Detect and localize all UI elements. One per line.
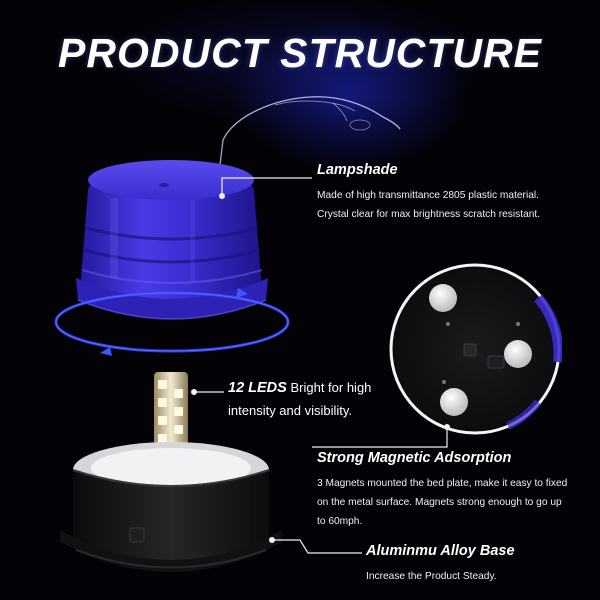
lampshade-description: Made of high transmittance 2805 plastic … bbox=[317, 186, 540, 224]
lampshade-title: Lampshade bbox=[317, 162, 398, 178]
magnet-icon bbox=[429, 284, 532, 416]
leds-desc-line-2: intensity and visibility. bbox=[228, 403, 353, 418]
lampshade-dome bbox=[76, 160, 268, 320]
lamp-illustration bbox=[54, 160, 290, 572]
magnetic-desc-line-2: on the metal surface. Magnets strong eno… bbox=[317, 497, 562, 508]
car-outline-icon bbox=[218, 96, 401, 174]
base-desc-line-1: Increase the Product Steady. bbox=[366, 571, 497, 582]
alloy-base bbox=[60, 442, 282, 572]
leds-title: 12 LEDS bbox=[228, 380, 287, 396]
base-title: Aluminmu Alloy Base bbox=[366, 543, 515, 559]
rotation-arrows-icon bbox=[54, 288, 290, 356]
lampshade-desc-line-2: Crystal clear for max brightness scratch… bbox=[317, 209, 541, 220]
page-title: PRODUCT STRUCTURE bbox=[58, 30, 542, 76]
lampshade-desc-line-1: Made of high transmittance 2805 plastic … bbox=[317, 190, 539, 201]
base-description: Increase the Product Steady. bbox=[366, 567, 497, 586]
magnetic-title: Strong Magnetic Adsorption bbox=[317, 450, 512, 466]
magnetic-desc-line-1: 3 Magnets mounted the bed plate, make it… bbox=[317, 478, 568, 489]
magnetic-description: 3 Magnets mounted the bed plate, make it… bbox=[317, 474, 567, 531]
leds-desc-inline: Bright for high bbox=[290, 380, 372, 395]
leds-feature: 12 LEDS Bright for high bbox=[228, 380, 371, 396]
magnetic-desc-line-3: to 60mph. bbox=[317, 516, 363, 527]
magnet-base-view bbox=[389, 263, 562, 435]
